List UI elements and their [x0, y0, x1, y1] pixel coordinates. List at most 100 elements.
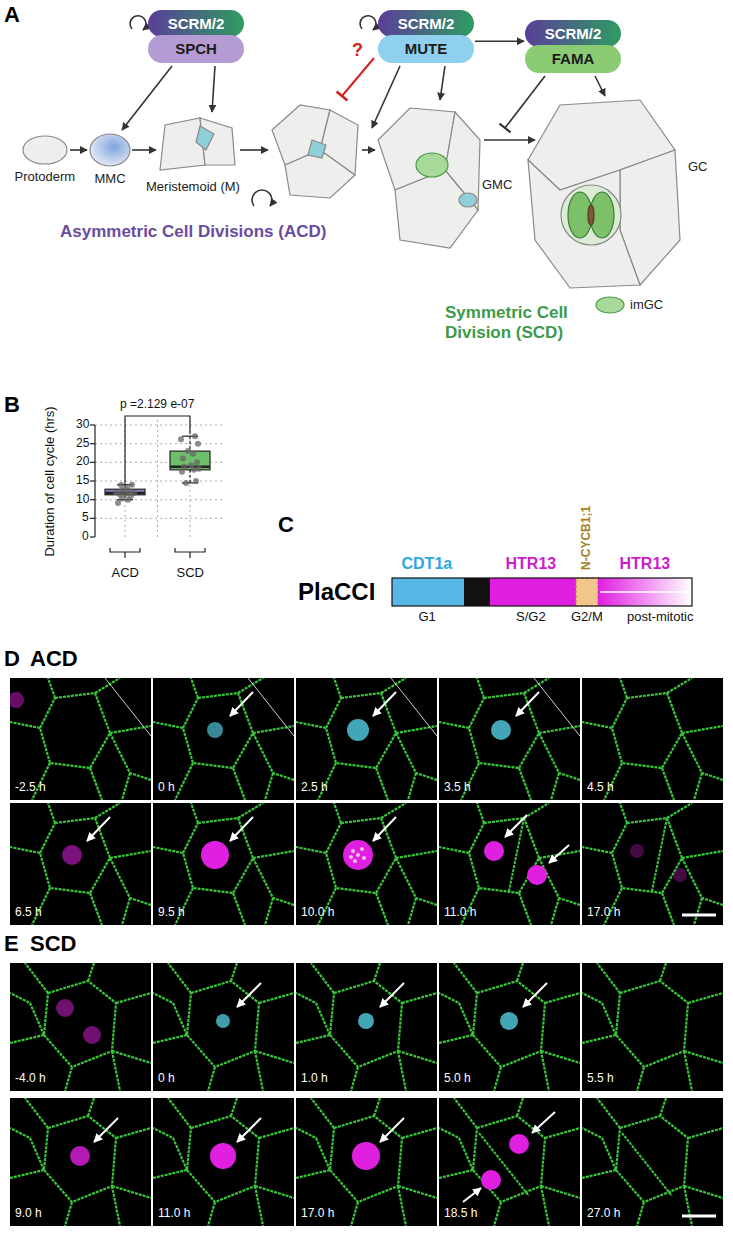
cell-label: Protoderm: [15, 170, 76, 185]
cell-illustration: [90, 134, 130, 166]
cell-wall: [255, 1051, 294, 1063]
micrograph: [439, 963, 580, 1091]
data-point: [124, 485, 130, 491]
cell-illustration: [528, 160, 640, 288]
process-arrow: [252, 190, 272, 206]
time-stamp: 9.5 h: [158, 906, 185, 920]
cell-wall: [439, 722, 469, 728]
cell-wall: [660, 1098, 666, 1116]
cell-wall: [637, 1202, 644, 1226]
cell-wall: [684, 1186, 692, 1226]
cell-wall: [582, 993, 616, 1035]
cell-wall: [265, 898, 273, 925]
construct-bar: [600, 591, 690, 593]
pointer-arrow: [380, 983, 404, 1007]
cell-wall: [637, 1067, 644, 1091]
cell-wall: [597, 1098, 620, 1128]
cell-wall: [183, 693, 253, 768]
pointer-arrow: [94, 1118, 118, 1142]
box-plot-frame: [190, 420, 191, 540]
cell-wall: [477, 678, 484, 698]
cell-wall: [208, 1067, 215, 1091]
cell-wall: [183, 818, 253, 893]
time-stamp: -2.5 h: [15, 781, 46, 795]
cell-wall: [454, 1098, 477, 1128]
process-arrow: [500, 124, 511, 133]
data-point: [118, 482, 124, 488]
partner-pill: SCRM/2: [378, 10, 474, 37]
box-plot-frame: [95, 425, 225, 426]
process-arrow: [212, 66, 215, 112]
cell-wall: [153, 1170, 187, 1178]
cell-wall: [396, 726, 437, 733]
box-plot: [170, 451, 210, 470]
cell-wall: [684, 1186, 723, 1198]
data-point: [183, 480, 189, 486]
time-stamp: 18.5 h: [444, 1207, 477, 1221]
construct-bar: [598, 578, 692, 606]
cell-wall: [112, 1186, 151, 1198]
segment-label: N-CYCB1;1: [580, 506, 594, 570]
box-plot-axis: [90, 462, 95, 463]
box-plot-axis: [175, 548, 205, 558]
micrograph: [439, 678, 580, 800]
partner-pill: SCRM/2: [525, 20, 621, 47]
cell-wall: [231, 963, 237, 981]
nucleus-speckle: [353, 859, 357, 863]
pointer-arrow: [237, 983, 261, 1007]
micrograph-ground: [582, 678, 723, 800]
data-point: [188, 462, 194, 468]
data-point: [192, 433, 198, 439]
cell-wall: [10, 1128, 44, 1170]
nucleus: [352, 1142, 380, 1170]
cell-wall: [255, 1186, 263, 1226]
tick-label: 25: [76, 437, 89, 451]
cell-wall: [398, 1051, 437, 1063]
cell-wall: [620, 803, 627, 823]
stage-heading: Symmetric Cell Division (SCD): [445, 303, 595, 342]
construct-bar: [392, 578, 692, 606]
construct-bar: [490, 578, 576, 606]
micrograph: [582, 963, 723, 1091]
box-plot-frame: [95, 518, 225, 519]
cell-wall: [48, 678, 55, 698]
nucleus: [481, 1170, 501, 1190]
tick-label: 20: [76, 455, 89, 469]
cell-wall: [402, 993, 437, 1003]
nucleus: [500, 1012, 518, 1030]
micrograph-ground: [10, 1098, 151, 1226]
cell-wall: [265, 773, 273, 800]
cell-wall: [153, 1128, 187, 1170]
process-arrow: [505, 76, 545, 128]
time-stamp: 9.0 h: [15, 1207, 42, 1221]
cell-wall: [616, 1116, 688, 1202]
time-stamp: 2.5 h: [301, 781, 328, 795]
cell-wall: [662, 893, 674, 925]
pointer-arrow: [516, 692, 539, 716]
micrograph: [10, 803, 151, 925]
cell-wall: [88, 1098, 94, 1116]
cell-wall: [208, 1202, 215, 1226]
nucleus: [484, 841, 504, 861]
data-point: [185, 448, 191, 454]
micrograph: [8, 678, 151, 800]
tick-label: 15: [76, 474, 89, 488]
cell-wall: [396, 733, 437, 780]
time-stamp: 27.0 h: [587, 1207, 620, 1221]
cell-wall: [175, 763, 193, 800]
box-plot-axis: [90, 416, 205, 558]
cell-wall: [311, 963, 334, 993]
micrograph-ground: [10, 678, 151, 800]
cell-wall: [473, 1116, 545, 1202]
micrograph-ground: [153, 963, 294, 1091]
cell-wall: [545, 993, 580, 1003]
nucleus-speckle: [351, 849, 355, 853]
cell-wall: [259, 993, 294, 1003]
cell-wall: [519, 893, 531, 925]
pointer-arrow: [237, 1118, 261, 1142]
cell-wall: [10, 722, 40, 728]
micrograph: [153, 803, 294, 925]
panel-letter: C: [278, 512, 294, 537]
micrograph: [153, 963, 294, 1091]
cell-wall: [65, 1067, 72, 1091]
